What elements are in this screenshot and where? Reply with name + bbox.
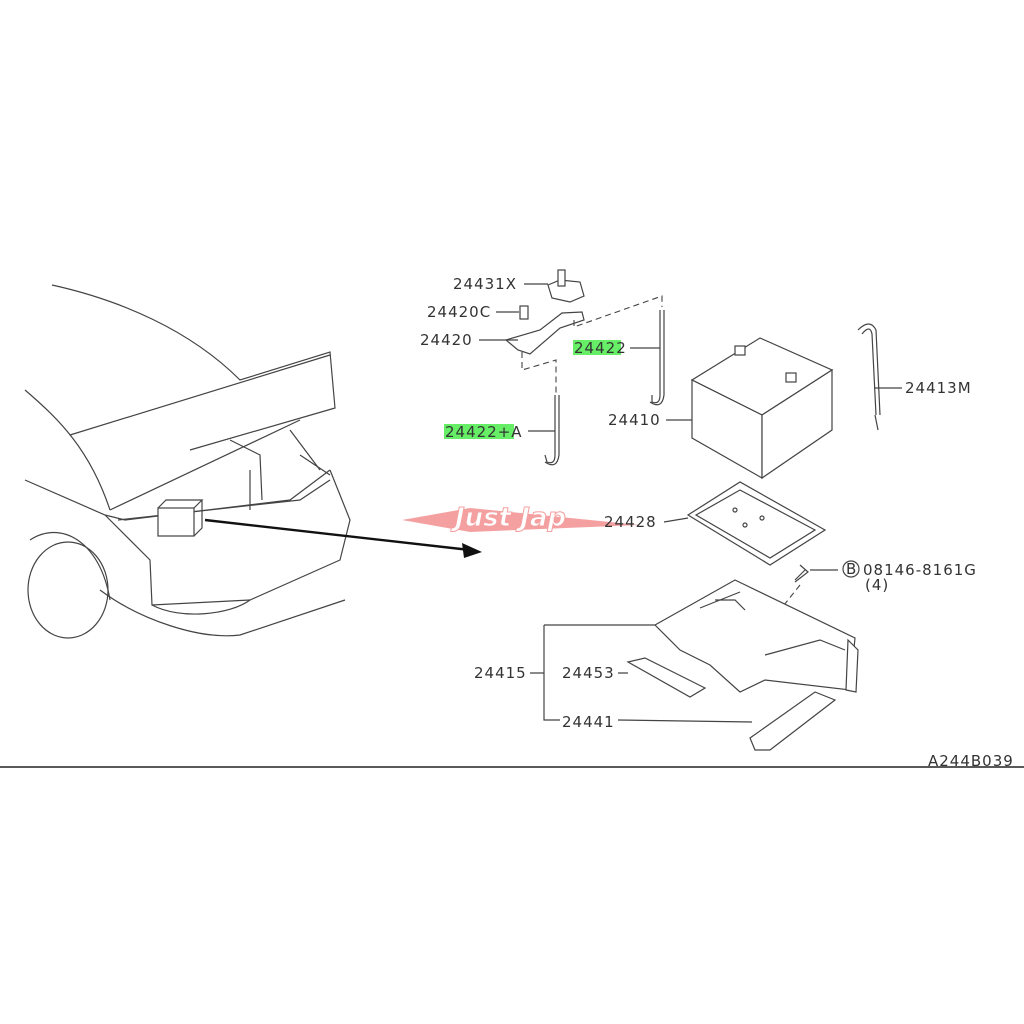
highlight-box [444, 424, 514, 439]
label-24420C: 24420C [427, 303, 491, 321]
battery-bracket [626, 579, 859, 751]
battery [690, 337, 834, 480]
label-bolt-qty: (4) [865, 576, 889, 594]
car-trunk-illustration [24, 284, 351, 639]
diagram-code: A244B039 [928, 752, 1014, 770]
pointer-arrow [204, 518, 471, 552]
justjap-watermark: Just Jap [402, 503, 640, 534]
battery-tray [686, 481, 827, 566]
label-24431X: 24431X [453, 275, 517, 293]
label-24441: 24441 [562, 713, 615, 731]
label-24420: 24420 [420, 331, 473, 349]
bolt-marker-circle [842, 560, 860, 578]
highlight-box [573, 340, 621, 355]
bolt-marker: B [846, 560, 857, 578]
bolt [794, 564, 809, 583]
label-24428: 24428 [604, 513, 657, 531]
label-24422: 24422 [574, 339, 627, 357]
arrow-head [462, 543, 482, 558]
leader-lines [479, 283, 902, 723]
label-24413M: 24413M [905, 379, 972, 397]
label-bolt: 08146-8161G [863, 561, 977, 579]
svg-text:Just Jap: Just Jap [450, 503, 566, 533]
label-24422A: 24422+A [445, 423, 523, 441]
vent-hose [857, 323, 881, 431]
battery-clamp-parts [504, 269, 665, 466]
label-24415: 24415 [474, 664, 527, 682]
label-24410: 24410 [608, 411, 661, 429]
label-24453: 24453 [562, 664, 615, 682]
